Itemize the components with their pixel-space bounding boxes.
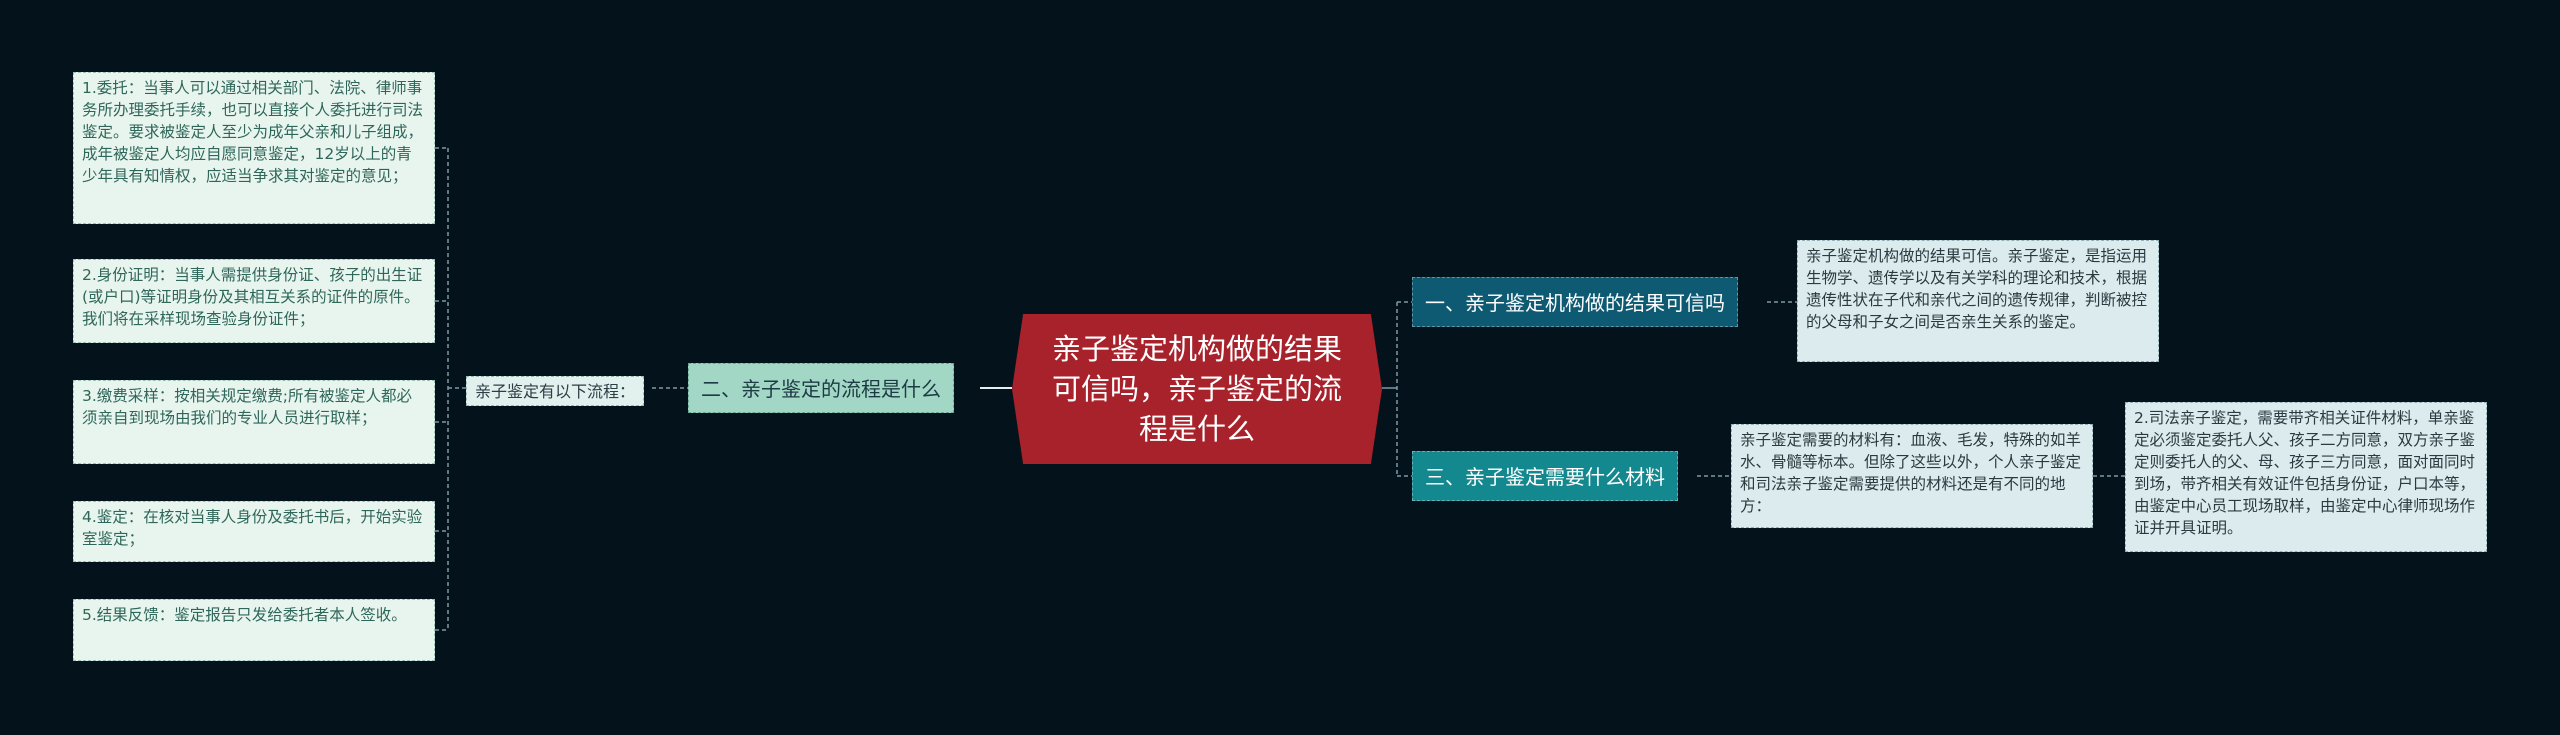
process-step-3[interactable]: 3.缴费采样：按相关规定缴费;所有被鉴定人都必须亲自到现场由我们的专业人员进行取…	[73, 380, 435, 464]
center-topic-text: 亲子鉴定机构做的结果可信吗，亲子鉴定的流程是什么	[1051, 332, 1342, 446]
branch-process-label: 二、亲子鉴定的流程是什么	[701, 377, 941, 401]
process-intro-label: 亲子鉴定有以下流程：	[475, 382, 636, 401]
branch-process[interactable]: 二、亲子鉴定的流程是什么	[688, 363, 954, 413]
branch-reliability-label: 一、亲子鉴定机构做的结果可信吗	[1425, 291, 1725, 315]
reliability-answer[interactable]: 亲子鉴定机构做的结果可信。亲子鉴定，是指运用生物学、遗传学以及有关学科的理论和技…	[1797, 240, 2159, 362]
branch-reliability[interactable]: 一、亲子鉴定机构做的结果可信吗	[1412, 277, 1738, 327]
process-step-5-text: 5.结果反馈：鉴定报告只发给委托者本人签收。	[82, 606, 407, 624]
process-step-5[interactable]: 5.结果反馈：鉴定报告只发给委托者本人签收。	[73, 599, 435, 661]
process-step-1-text: 1.委托：当事人可以通过相关部门、法院、律师事务所办理委托手续，也可以直接个人委…	[82, 79, 424, 185]
process-step-4[interactable]: 4.鉴定：在核对当事人身份及委托书后，开始实验室鉴定；	[73, 501, 435, 562]
process-step-1[interactable]: 1.委托：当事人可以通过相关部门、法院、律师事务所办理委托手续，也可以直接个人委…	[73, 72, 435, 224]
judicial-materials[interactable]: 2.司法亲子鉴定，需要带齐相关证件材料，单亲鉴定必须鉴定委托人父、孩子二方同意，…	[2125, 402, 2487, 552]
center-topic[interactable]: 亲子鉴定机构做的结果可信吗，亲子鉴定的流程是什么	[1012, 314, 1382, 464]
branch-materials[interactable]: 三、亲子鉴定需要什么材料	[1412, 451, 1678, 501]
process-step-3-text: 3.缴费采样：按相关规定缴费;所有被鉴定人都必须亲自到现场由我们的专业人员进行取…	[82, 387, 413, 427]
materials-answer[interactable]: 亲子鉴定需要的材料有：血液、毛发，特殊的如羊水、骨髓等标本。但除了这些以外，个人…	[1731, 424, 2093, 528]
process-step-2[interactable]: 2.身份证明：当事人需提供身份证、孩子的出生证(或户口)等证明身份及其相互关系的…	[73, 259, 435, 343]
process-step-2-text: 2.身份证明：当事人需提供身份证、孩子的出生证(或户口)等证明身份及其相互关系的…	[82, 266, 423, 328]
judicial-materials-text: 2.司法亲子鉴定，需要带齐相关证件材料，单亲鉴定必须鉴定委托人父、孩子二方同意，…	[2134, 409, 2476, 537]
branch-materials-label: 三、亲子鉴定需要什么材料	[1425, 465, 1665, 489]
reliability-answer-text: 亲子鉴定机构做的结果可信。亲子鉴定，是指运用生物学、遗传学以及有关学科的理论和技…	[1806, 247, 2148, 331]
materials-answer-text: 亲子鉴定需要的材料有：血液、毛发，特殊的如羊水、骨髓等标本。但除了这些以外，个人…	[1740, 431, 2082, 515]
process-step-4-text: 4.鉴定：在核对当事人身份及委托书后，开始实验室鉴定；	[82, 508, 423, 548]
process-intro-node[interactable]: 亲子鉴定有以下流程：	[466, 376, 645, 406]
